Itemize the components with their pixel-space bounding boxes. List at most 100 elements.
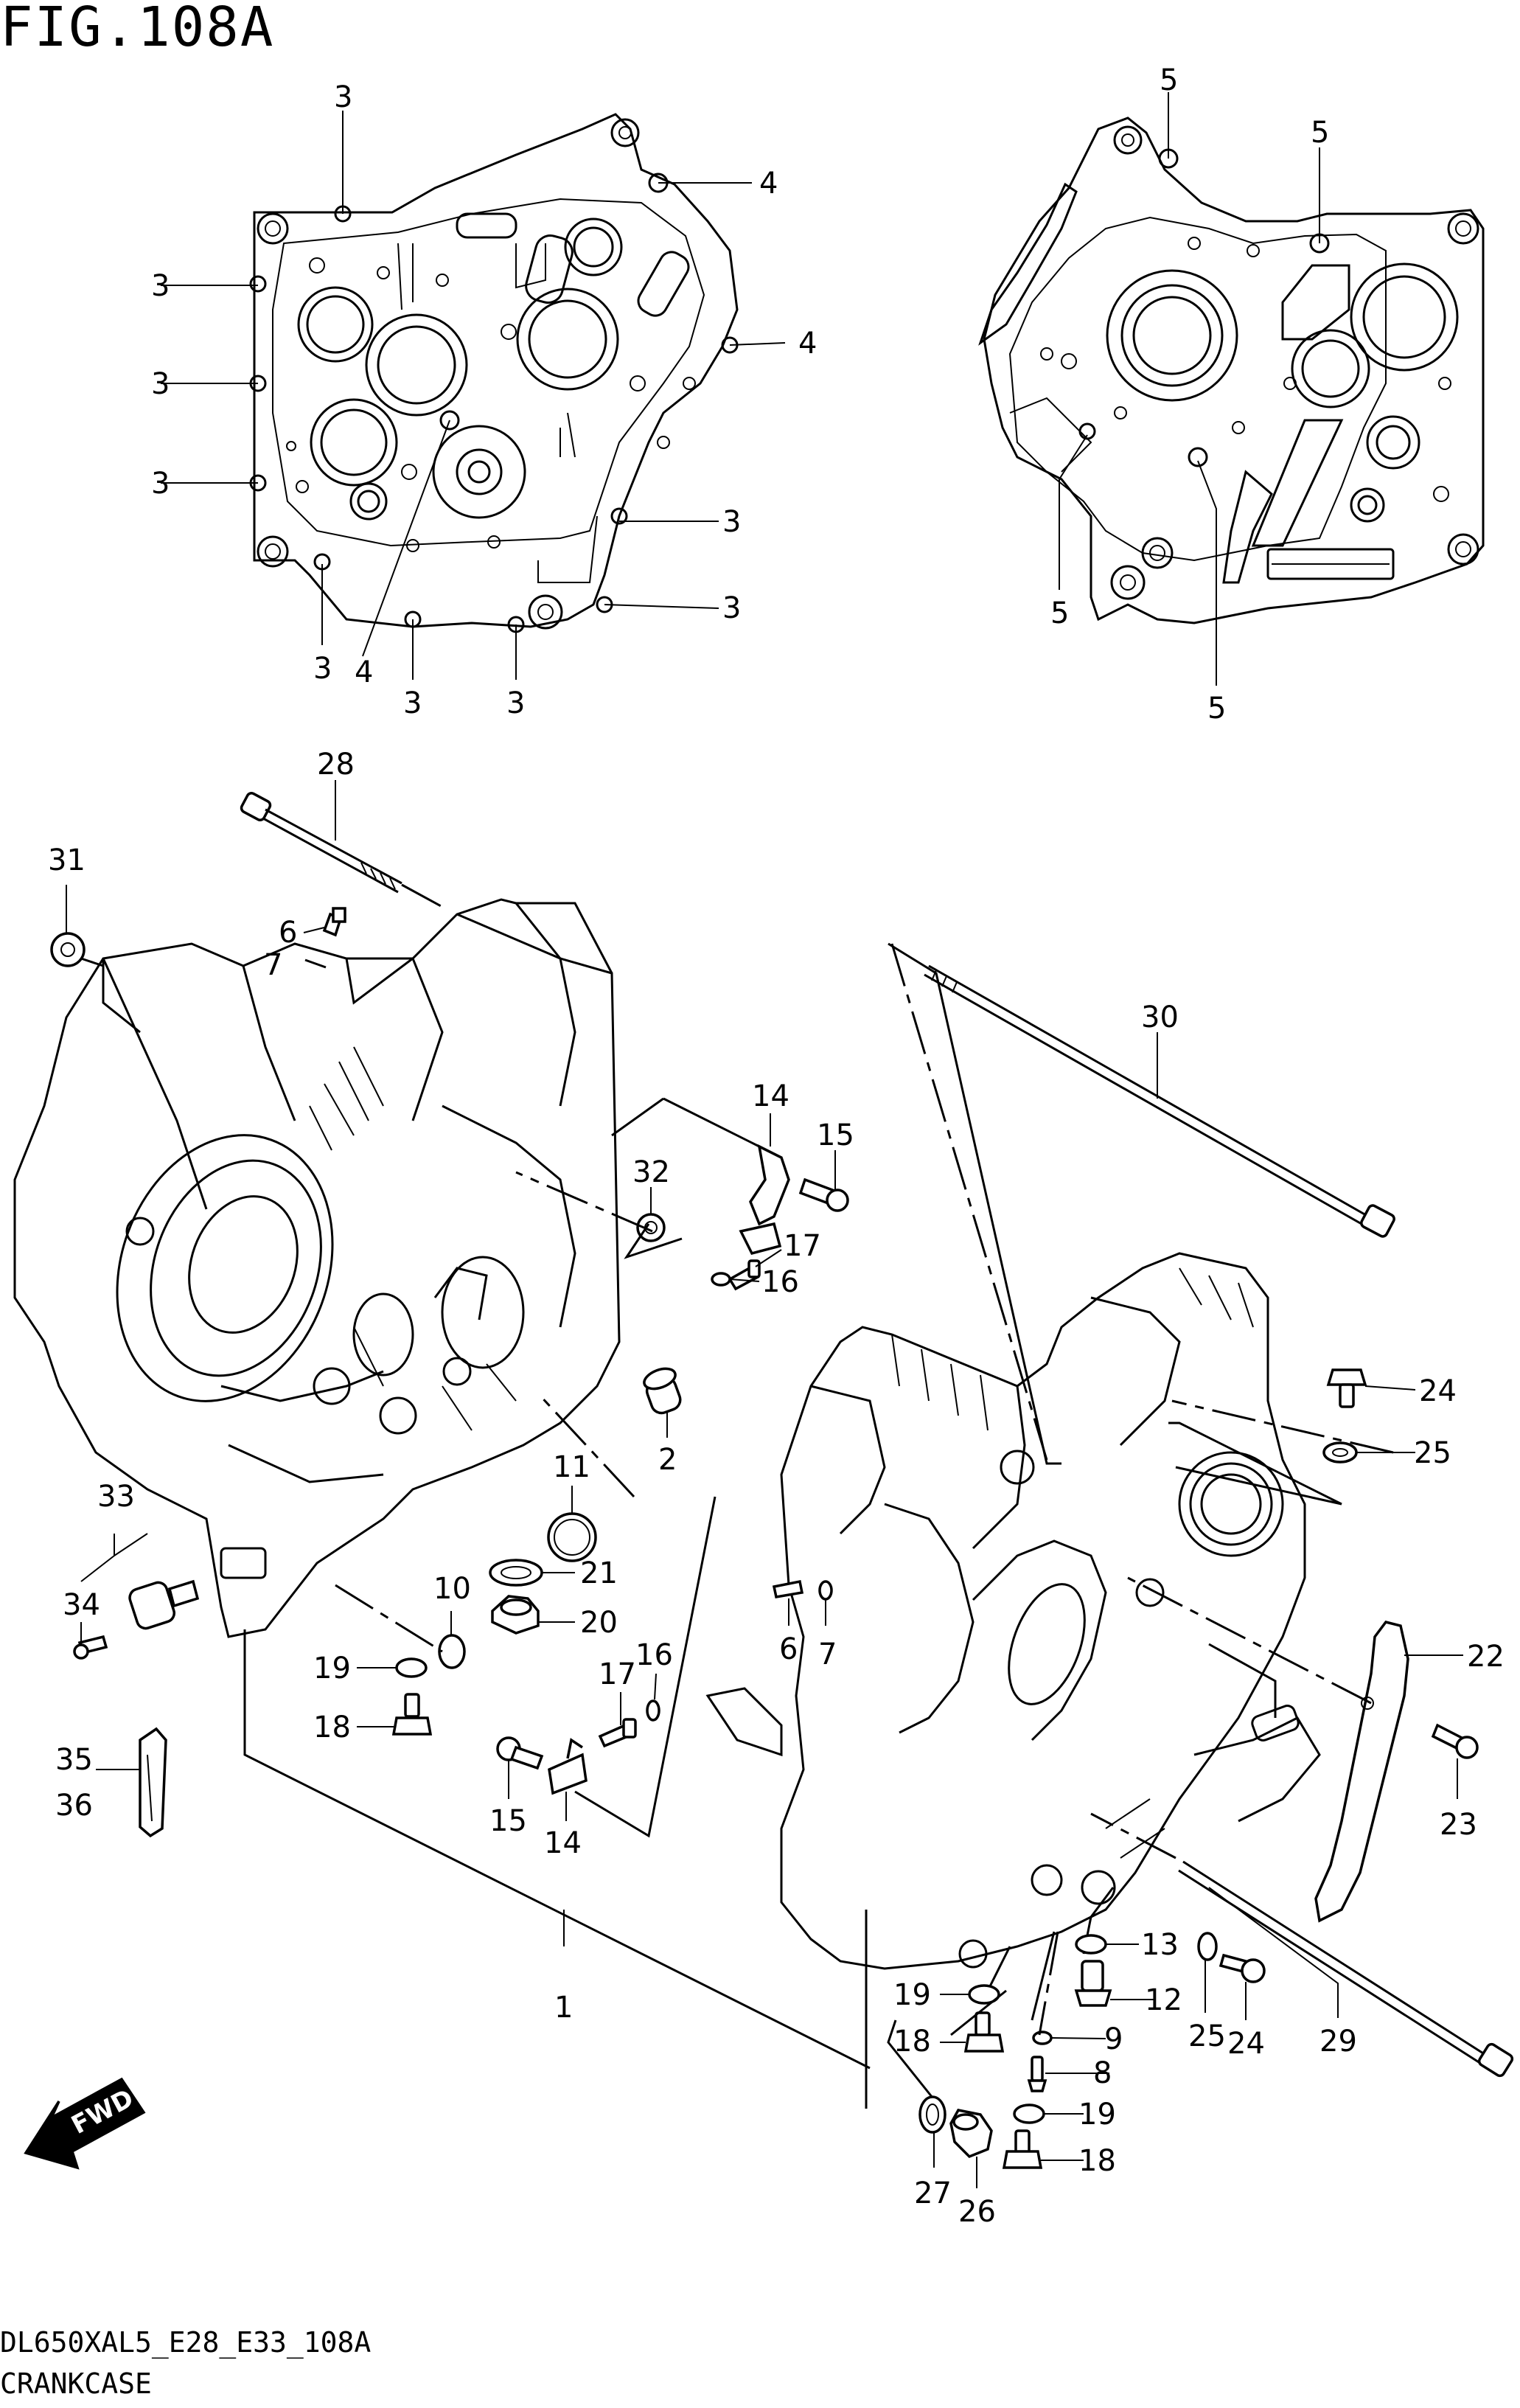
crankcase-left-half-view [249,113,739,633]
callout-label: 35 [55,1743,93,1777]
callout-labels: 3 4 3 3 3 3 4 3 3 3 4 3 5 5 5 5 28 31 6 … [48,63,1505,2229]
callout-label: 3 [403,686,422,720]
callout-label: 3 [722,591,741,625]
callout-label: 31 [48,843,86,877]
bolt-23 [1431,1723,1479,1759]
callout-label: 10 [433,1572,471,1606]
callout-label: 3 [722,505,741,539]
callout-label: 14 [752,1079,789,1113]
callout-label: 36 [55,1789,93,1823]
callout-label: 23 [1440,1808,1477,1842]
callout-label: 19 [313,1652,351,1685]
callout-label: 1 [554,1991,573,2025]
bolt-24-lower [1219,1953,1266,1983]
gasket-27 [918,2095,946,2134]
bolt-15-upper [798,1177,849,1212]
jet-8 [1027,2056,1047,2092]
callout-label: 18 [1078,2144,1116,2178]
washer-19-right-lower [1013,2103,1045,2124]
valve-17-lower [598,1718,637,1748]
bracket-14-upper [739,1144,790,1256]
callout-label: 3 [151,467,170,501]
callout-label: 7 [264,948,282,982]
callout-label: 27 [914,2176,952,2210]
bolt-34 [73,1635,108,1660]
bolt-15-lower [496,1736,544,1770]
callout-label: 6 [779,1632,798,1666]
callout-label: 16 [635,1638,673,1672]
bolt-30 [924,964,1395,1238]
plug-6-lower [772,1579,804,1599]
plug-26 [949,2109,993,2159]
clip-35 [139,1727,167,1838]
callout-label: 19 [893,1978,931,2012]
callout-label: 4 [355,655,373,689]
callout-label: 17 [599,1657,636,1691]
group-outlines [243,942,1342,2109]
callout-label: 5 [1311,116,1329,150]
callout-label: 14 [544,1826,582,1860]
callout-label: 9 [1104,2022,1123,2056]
callout-label: 2 [658,1443,677,1477]
figure-title: FIG.108A [0,0,275,59]
valve-17-upper [728,1259,761,1291]
callout-label: 7 [818,1638,837,1671]
callout-label: 5 [1207,692,1226,725]
oring-7-upper [304,958,327,969]
guide-22 [1314,1621,1409,1923]
callout-label: 18 [893,2025,931,2059]
washer-21 [489,1559,543,1587]
sensor-33 [128,1579,200,1630]
callout-label: 3 [313,652,332,686]
fwd-arrow: FWD [24,2077,146,2170]
callout-label: 24 [1419,1374,1457,1408]
callout-label: 34 [63,1588,100,1622]
callout-label: 3 [151,367,170,401]
washer-25-upper [1322,1441,1358,1464]
washer-31 [50,932,86,967]
oring-16-lower [646,1699,660,1722]
callout-label: 4 [759,167,778,201]
callout-label: 15 [817,1118,854,1152]
callout-label: 17 [784,1229,821,1263]
washer-13 [1075,1934,1107,1955]
callout-label: 33 [97,1480,135,1514]
oring-9 [1032,2031,1053,2045]
bolt-18-right-lower [1002,2129,1043,2169]
callout-label: 20 [580,1606,618,1640]
callout-label: 3 [334,80,352,114]
callout-label: 25 [1188,2019,1226,2053]
oring-11 [547,1512,597,1562]
callout-label: 30 [1141,1001,1179,1034]
bracket-14-lower [548,1738,588,1795]
oring-7-lower [818,1580,833,1601]
crankcase-right-assembly [705,1252,1321,1970]
washer-19-left [395,1657,428,1678]
callout-label: 15 [489,1804,527,1838]
oring-10 [438,1634,466,1669]
callout-label: 11 [553,1450,590,1484]
leader-lines [66,92,1463,2188]
callout-label: 12 [1145,1983,1182,2017]
crankcase-right-half-view [978,116,1485,624]
bolt-28 [240,792,402,894]
plug-20 [491,1595,540,1635]
plug-6-upper [322,907,346,937]
callout-label: 3 [151,269,170,303]
callout-label: 4 [798,327,817,361]
callout-label: 5 [1050,596,1069,630]
section-name: CRANKCASE [0,2367,152,2400]
alignment-lines [80,883,1394,2036]
callout-label: 28 [317,748,355,782]
callout-label: 6 [279,916,297,950]
callout-label: 18 [313,1711,351,1744]
callout-label: 29 [1319,2025,1357,2059]
bolt-18-right-upper [963,2011,1005,2053]
model-code: DL650XAL5_E28_E33_108A [0,2326,372,2359]
oring-16-upper [711,1272,731,1287]
callout-label: 25 [1414,1436,1451,1470]
callout-label: 16 [761,1265,799,1299]
dowel-2 [643,1367,682,1415]
bolt-18-left [391,1693,433,1736]
